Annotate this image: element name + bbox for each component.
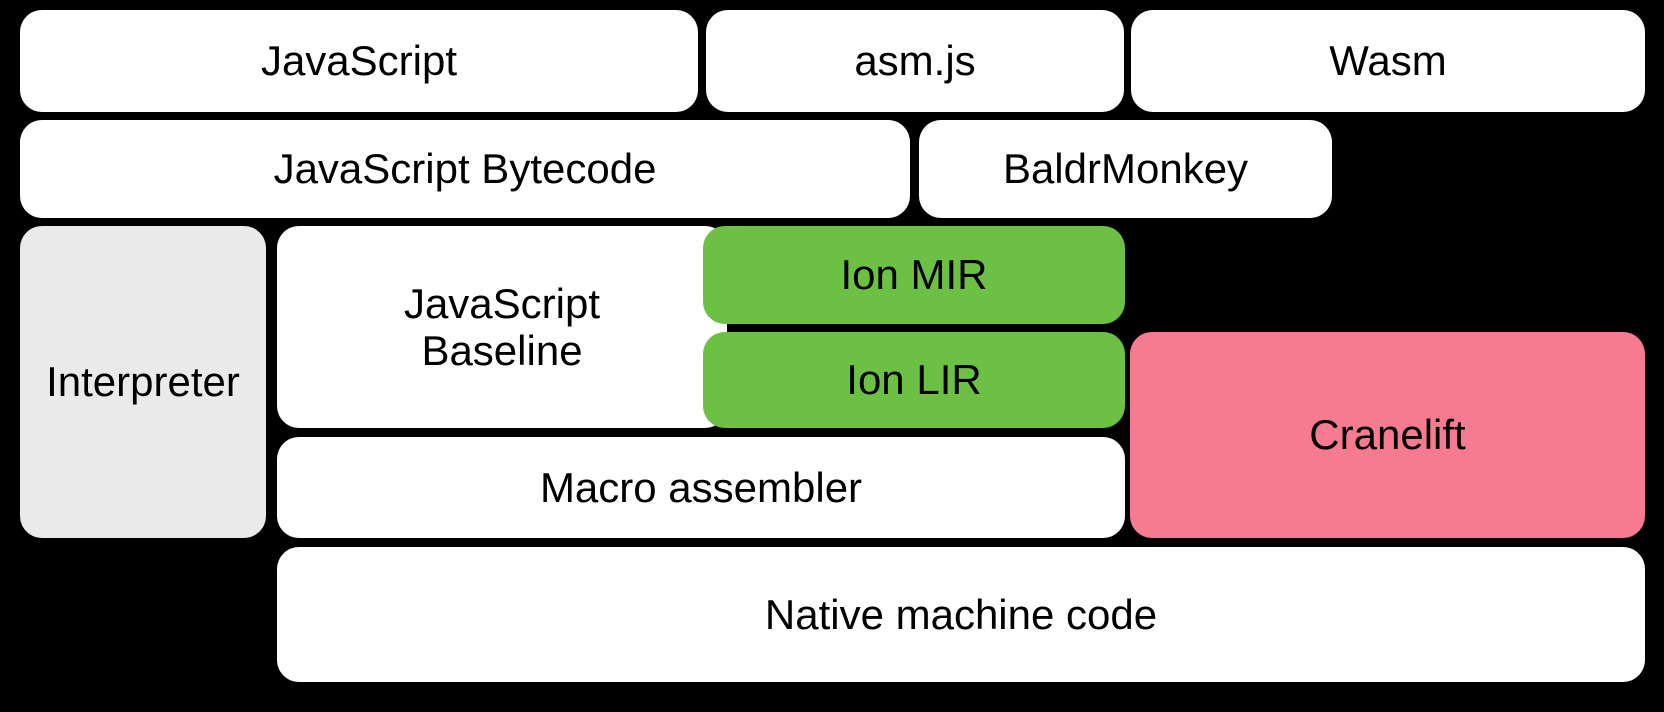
node-label: Wasm: [1329, 37, 1447, 85]
node-cranelift[interactable]: Cranelift: [1130, 332, 1645, 538]
node-javascript-bytecode[interactable]: JavaScript Bytecode: [20, 120, 910, 218]
node-wasm[interactable]: Wasm: [1131, 10, 1645, 112]
node-interpreter[interactable]: Interpreter: [20, 226, 266, 538]
node-ion-mir[interactable]: Ion MIR: [703, 226, 1125, 324]
node-javascript[interactable]: JavaScript: [20, 10, 698, 112]
node-macro-assembler[interactable]: Macro assembler: [277, 437, 1125, 538]
node-label: JavaScript Bytecode: [273, 145, 657, 193]
node-javascript-baseline[interactable]: JavaScript Baseline: [277, 226, 727, 428]
node-ion-lir[interactable]: Ion LIR: [703, 332, 1125, 428]
node-label: asm.js: [854, 37, 976, 85]
node-label: Native machine code: [764, 590, 1158, 638]
node-label: JavaScript: [260, 37, 458, 85]
node-label: BaldrMonkey: [1002, 145, 1249, 193]
node-label: Macro assembler: [539, 463, 863, 511]
node-label: Ion MIR: [840, 251, 988, 299]
node-baldrmonkey[interactable]: BaldrMonkey: [919, 120, 1332, 218]
node-label: Cranelift: [1309, 411, 1466, 459]
node-label: JavaScript Baseline: [403, 279, 601, 374]
node-label: Interpreter: [46, 358, 240, 406]
node-asmjs[interactable]: asm.js: [706, 10, 1124, 112]
node-label: Ion LIR: [846, 356, 982, 404]
node-native-machine-code[interactable]: Native machine code: [277, 547, 1645, 682]
